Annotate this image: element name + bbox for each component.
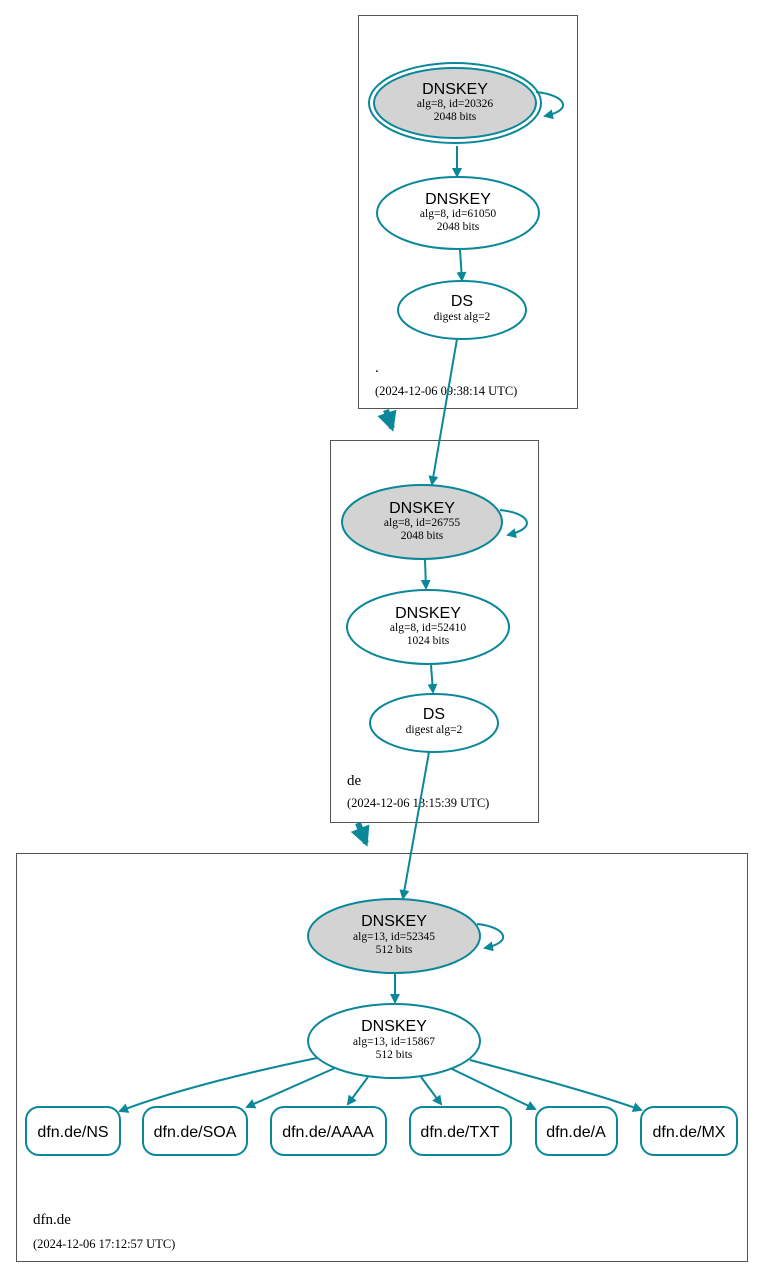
de-zsk-type: DNSKEY [395, 605, 461, 622]
dfn-ksk-self-edge [476, 923, 505, 952]
zone-dfn-timestamp: (2024-12-06 17:12:57 UTC) [33, 1237, 175, 1251]
rrset-mx-label: dfn.de/MX [653, 1124, 726, 1141]
dfn-zsk-node[interactable]: DNSKEY alg=13, id=15867 512 bits [307, 1003, 481, 1079]
root-ksk-self-edge [535, 91, 565, 120]
de-ksk-self-edge [499, 509, 528, 539]
delegation-root-to-de [377, 409, 397, 432]
de-zsk-alg: alg=8, id=52410 [390, 622, 466, 634]
rrset-aaaa[interactable]: dfn.de/AAAA [270, 1106, 387, 1156]
zone-dfn: DNSKEY alg=13, id=52345 512 bits DNSKEY … [16, 853, 748, 1262]
zone-root-box [358, 15, 578, 409]
de-ksk-type: DNSKEY [389, 500, 455, 517]
dfn-zsk-type: DNSKEY [361, 1018, 427, 1035]
root-ds-to-de-ksk-edge [428, 338, 458, 486]
de-ds-to-dfn-ksk-edge [399, 751, 430, 900]
root-ksk-type: DNSKEY [422, 81, 488, 98]
root-ksk-node[interactable]: DNSKEY alg=8, id=20326 2048 bits [368, 62, 542, 144]
de-ds-type: DS [423, 706, 445, 723]
de-ds-digest: digest alg=2 [406, 724, 463, 736]
de-zsk-to-ds-edge [427, 664, 438, 694]
de-zsk-node[interactable]: DNSKEY alg=8, id=52410 1024 bits [346, 589, 510, 665]
zone-root: DNSKEY alg=8, id=20326 2048 bits DNSKEY … [358, 15, 578, 409]
de-zsk-bits: 1024 bits [407, 635, 450, 647]
root-zsk-to-ds-edge [456, 249, 467, 282]
rrset-a-label: dfn.de/A [546, 1124, 606, 1141]
rrset-a[interactable]: dfn.de/A [535, 1106, 618, 1156]
rrset-soa-label: dfn.de/SOA [154, 1124, 237, 1141]
dfn-ksk-bits: 512 bits [376, 944, 413, 956]
rrset-aaaa-label: dfn.de/AAAA [282, 1124, 374, 1141]
zone-root-name: . [375, 360, 379, 376]
root-zsk-bits: 2048 bits [437, 221, 480, 233]
dfn-zsk-to-aaaa-edge [346, 1076, 369, 1106]
dfn-ksk-alg: alg=13, id=52345 [353, 931, 435, 943]
root-ksk-bits: 2048 bits [434, 111, 477, 123]
zone-de: DNSKEY alg=8, id=26755 2048 bits DNSKEY … [330, 440, 539, 823]
zone-de-timestamp: (2024-12-06 13:15:39 UTC) [347, 796, 489, 810]
rrset-mx[interactable]: dfn.de/MX [640, 1106, 738, 1156]
dfn-zsk-to-txt-edge [420, 1076, 443, 1106]
root-ds-node[interactable]: DS digest alg=2 [397, 280, 527, 340]
zone-dfn-name: dfn.de [33, 1212, 71, 1228]
zone-de-name: de [347, 773, 362, 789]
delegation-de-to-dfn [350, 821, 370, 847]
root-zsk-node[interactable]: DNSKEY alg=8, id=61050 2048 bits [376, 176, 540, 250]
dfn-zsk-to-a-edge [451, 1068, 537, 1111]
root-zsk-type: DNSKEY [425, 191, 491, 208]
de-ksk-node[interactable]: DNSKEY alg=8, id=26755 2048 bits [341, 484, 503, 560]
rrset-txt-label: dfn.de/TXT [420, 1124, 499, 1141]
root-ds-digest: digest alg=2 [434, 311, 491, 323]
dfn-zsk-bits: 512 bits [376, 1049, 413, 1061]
zone-dfn-box [16, 853, 748, 1262]
de-ksk-bits: 2048 bits [401, 530, 444, 542]
root-zsk-alg: alg=8, id=61050 [420, 208, 496, 220]
de-ds-node[interactable]: DS digest alg=2 [369, 693, 499, 753]
zone-root-timestamp: (2024-12-06 09:38:14 UTC) [375, 384, 517, 398]
dfn-zsk-to-ns-edge [118, 1057, 318, 1113]
root-ksk-alg: alg=8, id=20326 [417, 98, 493, 110]
de-ksk-to-zsk-edge [420, 559, 431, 590]
dfn-ksk-node[interactable]: DNSKEY alg=13, id=52345 512 bits [307, 898, 481, 974]
root-ds-type: DS [451, 293, 473, 310]
rrset-soa[interactable]: dfn.de/SOA [142, 1106, 248, 1156]
zone-de-box [330, 440, 539, 823]
de-ksk-alg: alg=8, id=26755 [384, 517, 460, 529]
dfn-zsk-alg: alg=13, id=15867 [353, 1036, 435, 1048]
dfn-zsk-to-mx-edge [469, 1059, 643, 1112]
dfn-ksk-type: DNSKEY [361, 913, 427, 930]
rrset-ns-label: dfn.de/NS [37, 1124, 108, 1141]
rrset-ns[interactable]: dfn.de/NS [25, 1106, 121, 1156]
dfn-zsk-to-soa-edge [245, 1067, 336, 1109]
rrset-txt[interactable]: dfn.de/TXT [409, 1106, 512, 1156]
